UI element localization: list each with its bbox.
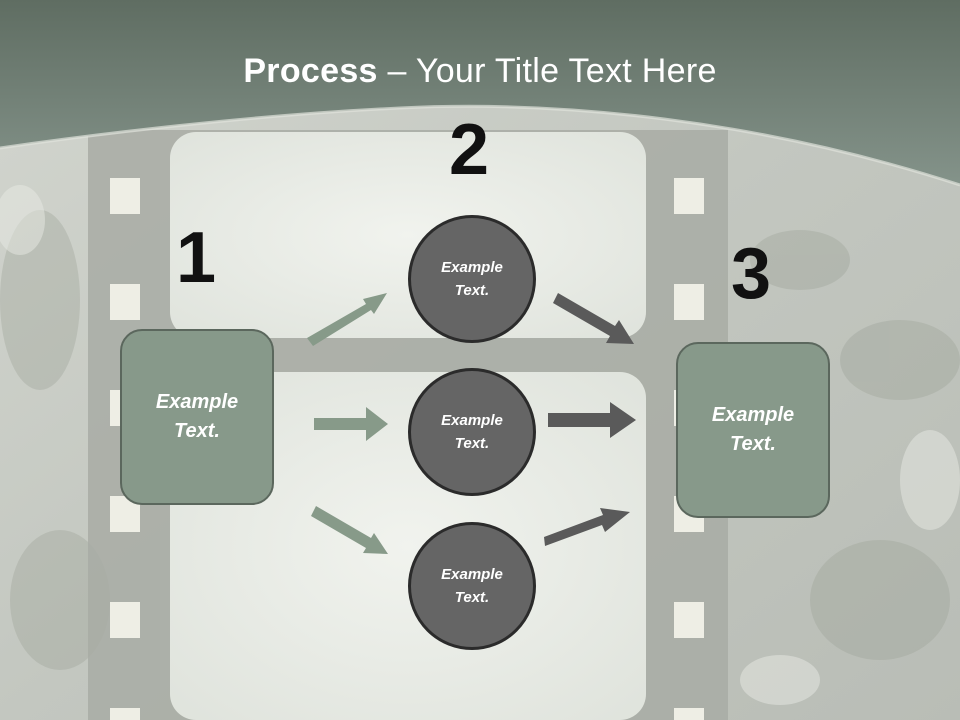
circle-top-line2: Text.	[454, 282, 490, 299]
step-number-3: 3	[731, 234, 772, 314]
step-1-text-line2: Text.	[174, 420, 220, 442]
step-number-2: 2	[449, 110, 490, 190]
circle-bottom-line2: Text.	[454, 589, 490, 606]
step-3-text-line1: Example	[711, 404, 795, 426]
step-3-text-line2: Text.	[730, 433, 776, 455]
title-bold: Process	[243, 52, 378, 90]
step-1-text-line1: Example	[155, 391, 239, 413]
circle-middle-line2: Text.	[454, 435, 490, 452]
circle-top-line1: Example	[441, 259, 503, 276]
circle-middle-line1: Example	[441, 412, 503, 429]
step-number-1: 1	[176, 218, 217, 298]
circle-bottom-line1: Example	[441, 566, 503, 583]
slide-title: Process – Your Title Text Here	[0, 52, 960, 91]
title-rest: – Your Title Text Here	[377, 52, 717, 90]
